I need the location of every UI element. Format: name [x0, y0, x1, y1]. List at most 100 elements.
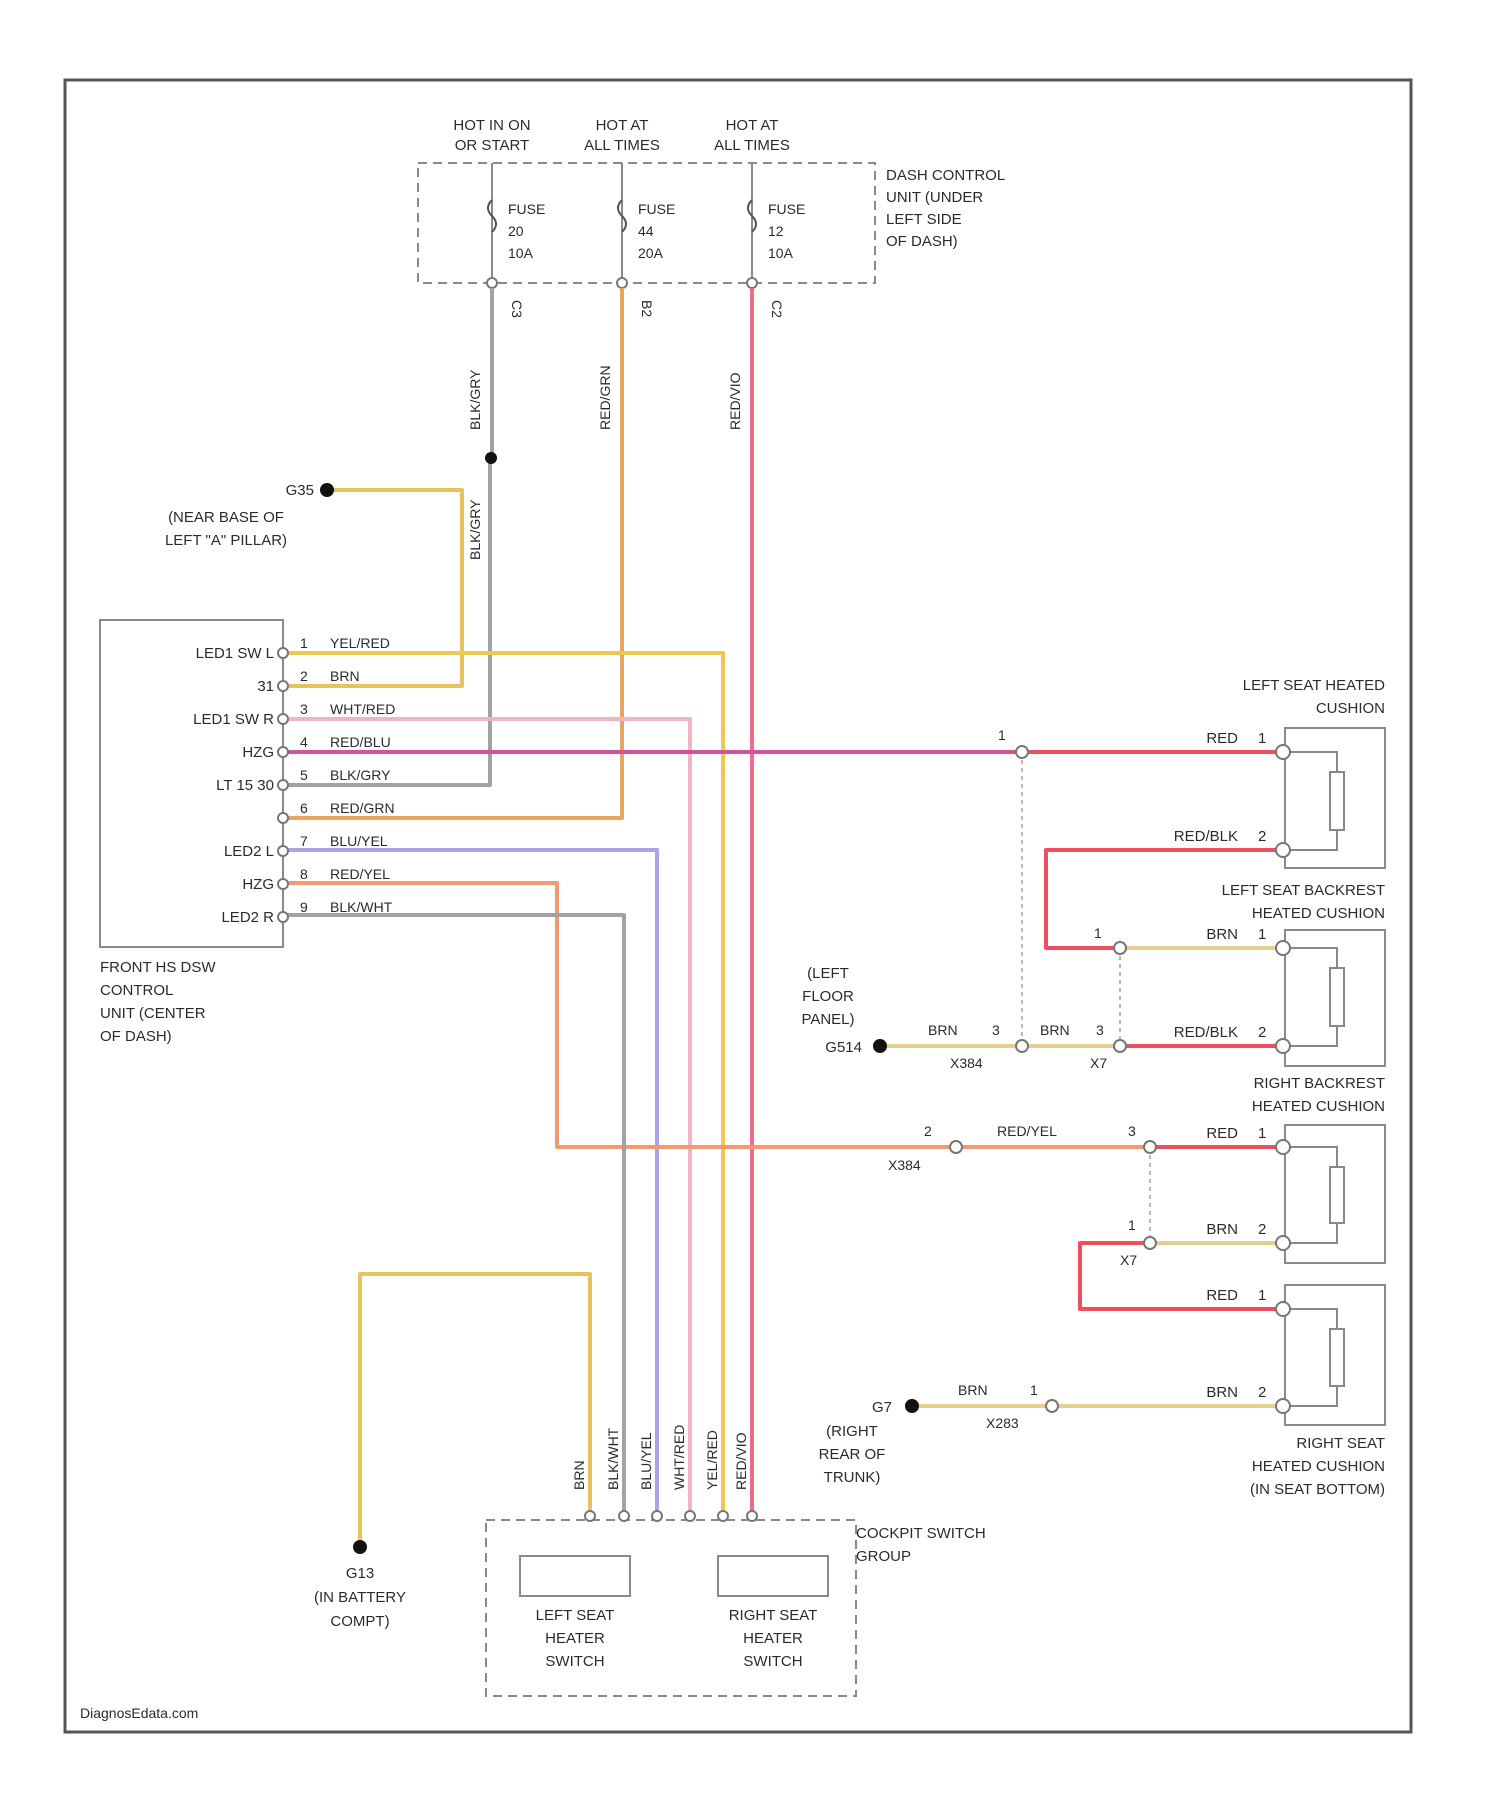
- control-unit-pin-num-4: 4: [300, 734, 308, 750]
- left-floor-wire1: BRN: [928, 1022, 958, 1038]
- fuse-box-label-4: OF DASH): [886, 233, 958, 250]
- switch-wire-label-4: WHT/RED: [671, 1425, 687, 1490]
- right-cushion-pin1-num: 1: [1258, 1287, 1266, 1304]
- left-cushion-label-1: LEFT SEAT HEATED: [1243, 677, 1385, 694]
- control-unit-label-3: UNIT (CENTER: [100, 1005, 206, 1022]
- control-unit-label-4: OF DASH): [100, 1028, 172, 1045]
- wire-label-feed-left-lower: BLK/GRY: [467, 499, 483, 560]
- right-cushion-pin2: [1276, 1399, 1290, 1413]
- switch-pin-5: [718, 1511, 728, 1521]
- fuse-3-label-a: FUSE: [768, 201, 805, 217]
- splice-feed-left: [485, 452, 497, 464]
- control-unit-pin-7: [278, 846, 288, 856]
- left-cushion-pin1: [1276, 745, 1290, 759]
- control-unit-pin-6: [278, 813, 288, 823]
- left-backrest-pin1-num: 1: [1258, 926, 1266, 943]
- fuse-box-label-1: DASH CONTROL: [886, 167, 1005, 184]
- right-trunk-desc-1: (RIGHT: [826, 1423, 878, 1440]
- switch-pin-2: [619, 1511, 629, 1521]
- right-backrest-label-2: HEATED CUSHION: [1252, 1098, 1385, 1115]
- hot-label-3b: ALL TIMES: [714, 137, 790, 154]
- battery-ground-id: G13: [346, 1565, 374, 1582]
- right-backrest-pin2: [1276, 1236, 1290, 1250]
- left-cushion-pin1-num: 1: [1258, 730, 1266, 747]
- control-unit-wire-4: RED/BLU: [330, 734, 391, 750]
- switch-pin-4: [685, 1511, 695, 1521]
- control-unit-pin-name-1: LED1 SW L: [196, 645, 274, 662]
- left-backrest-label-1: LEFT SEAT BACKREST: [1222, 882, 1385, 899]
- control-unit-wire-3: WHT/RED: [330, 701, 395, 717]
- control-unit-pin-2: [278, 681, 288, 691]
- fuse-1-label-a: FUSE: [508, 201, 545, 217]
- left-seat-heater-switch[interactable]: [520, 1556, 630, 1596]
- switch-wire-label-5: YEL/RED: [704, 1430, 720, 1490]
- control-unit-pin-5: [278, 780, 288, 790]
- right-trunk-desc-3: TRUNK): [824, 1469, 881, 1486]
- left-backrest-wire2: RED/BLK: [1174, 1024, 1238, 1041]
- right-cushion-heater-symbol: [1283, 1309, 1337, 1406]
- right-backrest-label-1: RIGHT BACKREST: [1254, 1075, 1385, 1092]
- control-unit-pin-num-1: 1: [300, 635, 308, 651]
- right-seat-heater-switch[interactable]: [718, 1556, 828, 1596]
- control-unit-pin-name-8: HZG: [242, 876, 274, 893]
- wire-pin8-redyel: [283, 883, 1150, 1147]
- control-unit-pin-name-7: LED2 L: [224, 843, 274, 860]
- right-backrest-pin2-num: 2: [1258, 1221, 1266, 1238]
- right-link-conn-pin: [950, 1141, 962, 1153]
- hot-label-1a: HOT IN ON: [453, 117, 530, 134]
- fuse-2-label-c: 20A: [638, 245, 664, 261]
- switch-wire-label-3: BLU/YEL: [638, 1432, 654, 1490]
- control-unit-wire-5: BLK/GRY: [330, 767, 391, 783]
- wire-ground-g35: [283, 490, 462, 686]
- control-unit-pin-name-2: 31: [257, 678, 274, 695]
- battery-ground-dot: [353, 1540, 367, 1554]
- left-switch-label-3: SWITCH: [545, 1653, 604, 1670]
- right-link-wire: RED/YEL: [997, 1123, 1057, 1139]
- right-switch-label-3: SWITCH: [743, 1653, 802, 1670]
- control-unit-pin-8: [278, 879, 288, 889]
- control-unit-pin-name-4: HZG: [242, 744, 274, 761]
- control-unit-pin-1: [278, 648, 288, 658]
- left-floor-splice-pin: 1: [998, 727, 1006, 743]
- fuse-2-label-a: FUSE: [638, 201, 675, 217]
- right-trunk-pin: 1: [1030, 1382, 1038, 1398]
- right-trunk-ground-id: G7: [872, 1399, 892, 1416]
- switch-wire-label-2: BLK/WHT: [605, 1427, 621, 1490]
- left-backrest-wire1: BRN: [1206, 926, 1238, 943]
- fuse-box: DASH CONTROL UNIT (UNDER LEFT SIDE OF DA…: [418, 117, 1005, 318]
- fuse-2-label-b: 44: [638, 223, 654, 239]
- right-trunk-ground: G7 (RIGHT REAR OF TRUNK) BRN 1 X283: [819, 1382, 1058, 1486]
- control-unit-wire-6: RED/GRN: [330, 800, 395, 816]
- left-floor-label-2: FLOOR: [802, 988, 854, 1005]
- control-unit-wire-1: YEL/RED: [330, 635, 390, 651]
- ground-g35-desc-1: (NEAR BASE OF: [168, 509, 284, 526]
- switch-group-label-2: GROUP: [856, 1548, 911, 1565]
- left-switch-label-2: HEATER: [545, 1630, 605, 1647]
- left-floor-label-1: (LEFT: [807, 965, 849, 982]
- battery-ground: G13 (IN BATTERY COMPT): [314, 1540, 406, 1630]
- right-cushion-wire1: RED: [1206, 1287, 1238, 1304]
- switch-pin-3: [652, 1511, 662, 1521]
- right-trunk-wire: BRN: [958, 1382, 988, 1398]
- fuse-3-label-c: 10A: [768, 245, 794, 261]
- fuse-box-label-2: UNIT (UNDER: [886, 189, 983, 206]
- right-link-x7-pin: [1144, 1141, 1156, 1153]
- wire-pin7-bluyel: [283, 850, 657, 1516]
- right-link-pin-a: 2: [924, 1123, 932, 1139]
- right-backrest-wire1: RED: [1206, 1125, 1238, 1142]
- control-unit-pin-num-8: 8: [300, 866, 308, 882]
- right-backrest-resistor: [1330, 1167, 1344, 1223]
- left-seat-backrest: LEFT SEAT BACKREST HEATED CUSHION BRN 1 …: [1174, 882, 1385, 1066]
- wire-pin9-blkwht: [283, 915, 624, 1516]
- left-floor-ground-id: G514: [825, 1039, 862, 1056]
- hot-label-3a: HOT AT: [726, 117, 779, 134]
- fuse-2-pin: [617, 278, 627, 288]
- right-trunk-desc-2: REAR OF: [819, 1446, 886, 1463]
- ground-g35-dot: [320, 483, 334, 497]
- control-unit-pin-num-9: 9: [300, 899, 308, 915]
- right-switch-label-2: HEATER: [743, 1630, 803, 1647]
- left-backrest-conn-pin: [1114, 942, 1126, 954]
- control-unit-pin-name-5: LT 15 30: [216, 777, 274, 794]
- control-unit-wire-8: RED/YEL: [330, 866, 390, 882]
